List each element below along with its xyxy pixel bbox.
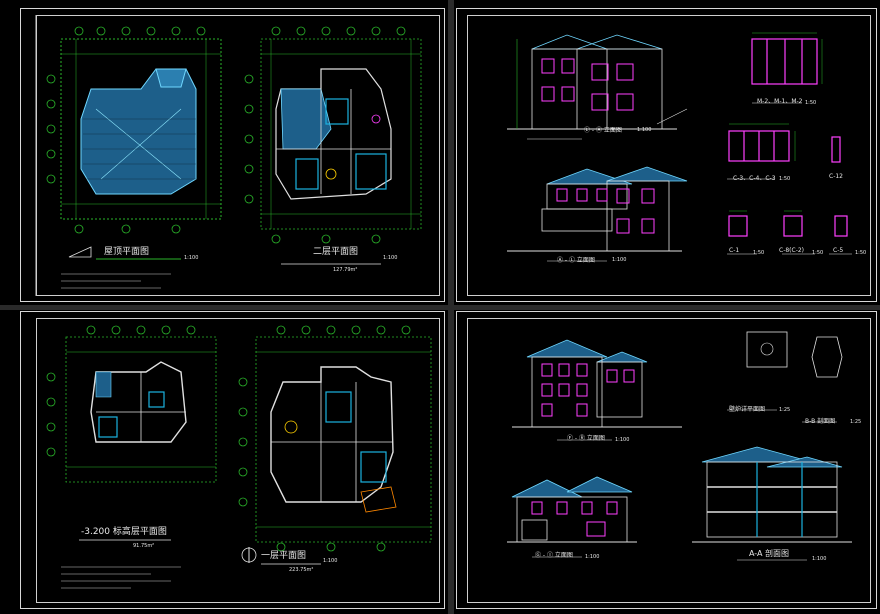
first-floor-scale: 1:100 (323, 558, 338, 564)
section-aa (692, 446, 852, 543)
roof-plan-scale: 1:100 (184, 255, 199, 261)
window-c3-scale: 1:50 (779, 176, 791, 182)
sheet-bottom-right: Ⓕ - Ⓡ 立面图 1:100 Ⓖ - Ⓘ 立面图 1:100 A-A 剖面图 … (456, 311, 877, 609)
sheet-frame (36, 318, 440, 603)
basement-plan-title: -3.200 标高层平面图 (81, 527, 167, 537)
door-detail-title: M-2、M-1、M-2 (757, 98, 803, 105)
elevation-1-title: Ⓛ - Ⓐ 立面图 (584, 127, 622, 134)
roof-plan-title: 屋顶平面图 (104, 247, 150, 257)
elevation-2-title: Ⓐ - Ⓛ 立面图 (557, 257, 595, 264)
elevation-3-scale: 1:100 (615, 437, 630, 443)
elevation-3 (512, 339, 682, 428)
fireplace-plan-scale: 1:25 (779, 407, 791, 413)
sheet-bottom-left: -3.200 标高层平面图 91.75m² 一层平面图 1:100 223.75… (20, 311, 445, 609)
elevation-4-title: Ⓖ - Ⓘ 立面图 (535, 552, 573, 559)
fireplace-plan-title: 壁炉详平面图 (729, 406, 766, 413)
elevation-1-scale: 1:100 (637, 127, 652, 133)
sheet-frame (467, 318, 871, 603)
elevation-2 (507, 166, 688, 252)
elevation-3-title: Ⓕ - Ⓡ 立面图 (567, 435, 605, 442)
second-floor-scale: 1:100 (383, 255, 398, 261)
window-c5-scale: 1:50 (855, 250, 867, 256)
window-c8-title: C-8(C-2) (779, 247, 805, 254)
roof-plan (60, 38, 222, 220)
first-floor-plan (255, 336, 432, 543)
separator-horizontal (0, 305, 880, 310)
first-floor-area: 223.75m² (289, 567, 314, 573)
second-floor-title: 二层平面图 (313, 247, 359, 257)
drawing-roof-and-second-floor (35, 15, 422, 296)
section-aa-title: A-A 剖面图 (749, 549, 790, 558)
window-c1-scale: 1:50 (753, 250, 765, 256)
elevation-2-scale: 1:100 (612, 257, 627, 263)
window-c3-title: C-3、C-4、C-3 (733, 175, 776, 182)
window-c8-scale: 1:50 (812, 250, 824, 256)
window-c12-title: C-12 (829, 173, 843, 180)
basement-plan (65, 336, 217, 483)
drawing-elevations-and-windows (507, 32, 852, 262)
second-floor-plan (260, 38, 422, 230)
second-floor-area: 127.79m² (333, 267, 358, 273)
door-detail-scale: 1:50 (805, 100, 817, 106)
section-aa-scale: 1:100 (812, 556, 827, 562)
elevation-4-scale: 1:100 (585, 554, 600, 560)
elevation-1 (507, 34, 688, 130)
basement-plan-area: 91.75m² (133, 543, 155, 549)
elevation-4 (507, 476, 637, 543)
drawing-elevations-and-section (507, 331, 852, 561)
sheet-frame (467, 15, 871, 296)
first-floor-title: 一层平面图 (261, 551, 307, 561)
window-c1-title: C-1 (729, 247, 740, 254)
section-bb-title: B-B 剖面图 (805, 418, 836, 425)
drawing-basement-and-first-floor (46, 325, 432, 589)
section-bb-scale: 1:25 (850, 419, 862, 425)
sheet-top-left: 屋顶平面图 1:100 二层平面图 1:100 127.79m² (20, 8, 445, 302)
sheet-top-right: Ⓛ - Ⓐ 立面图 1:100 Ⓐ - Ⓛ 立面图 1:100 M-2、M-1、… (456, 8, 877, 302)
window-c5-title: C-5 (833, 247, 844, 254)
